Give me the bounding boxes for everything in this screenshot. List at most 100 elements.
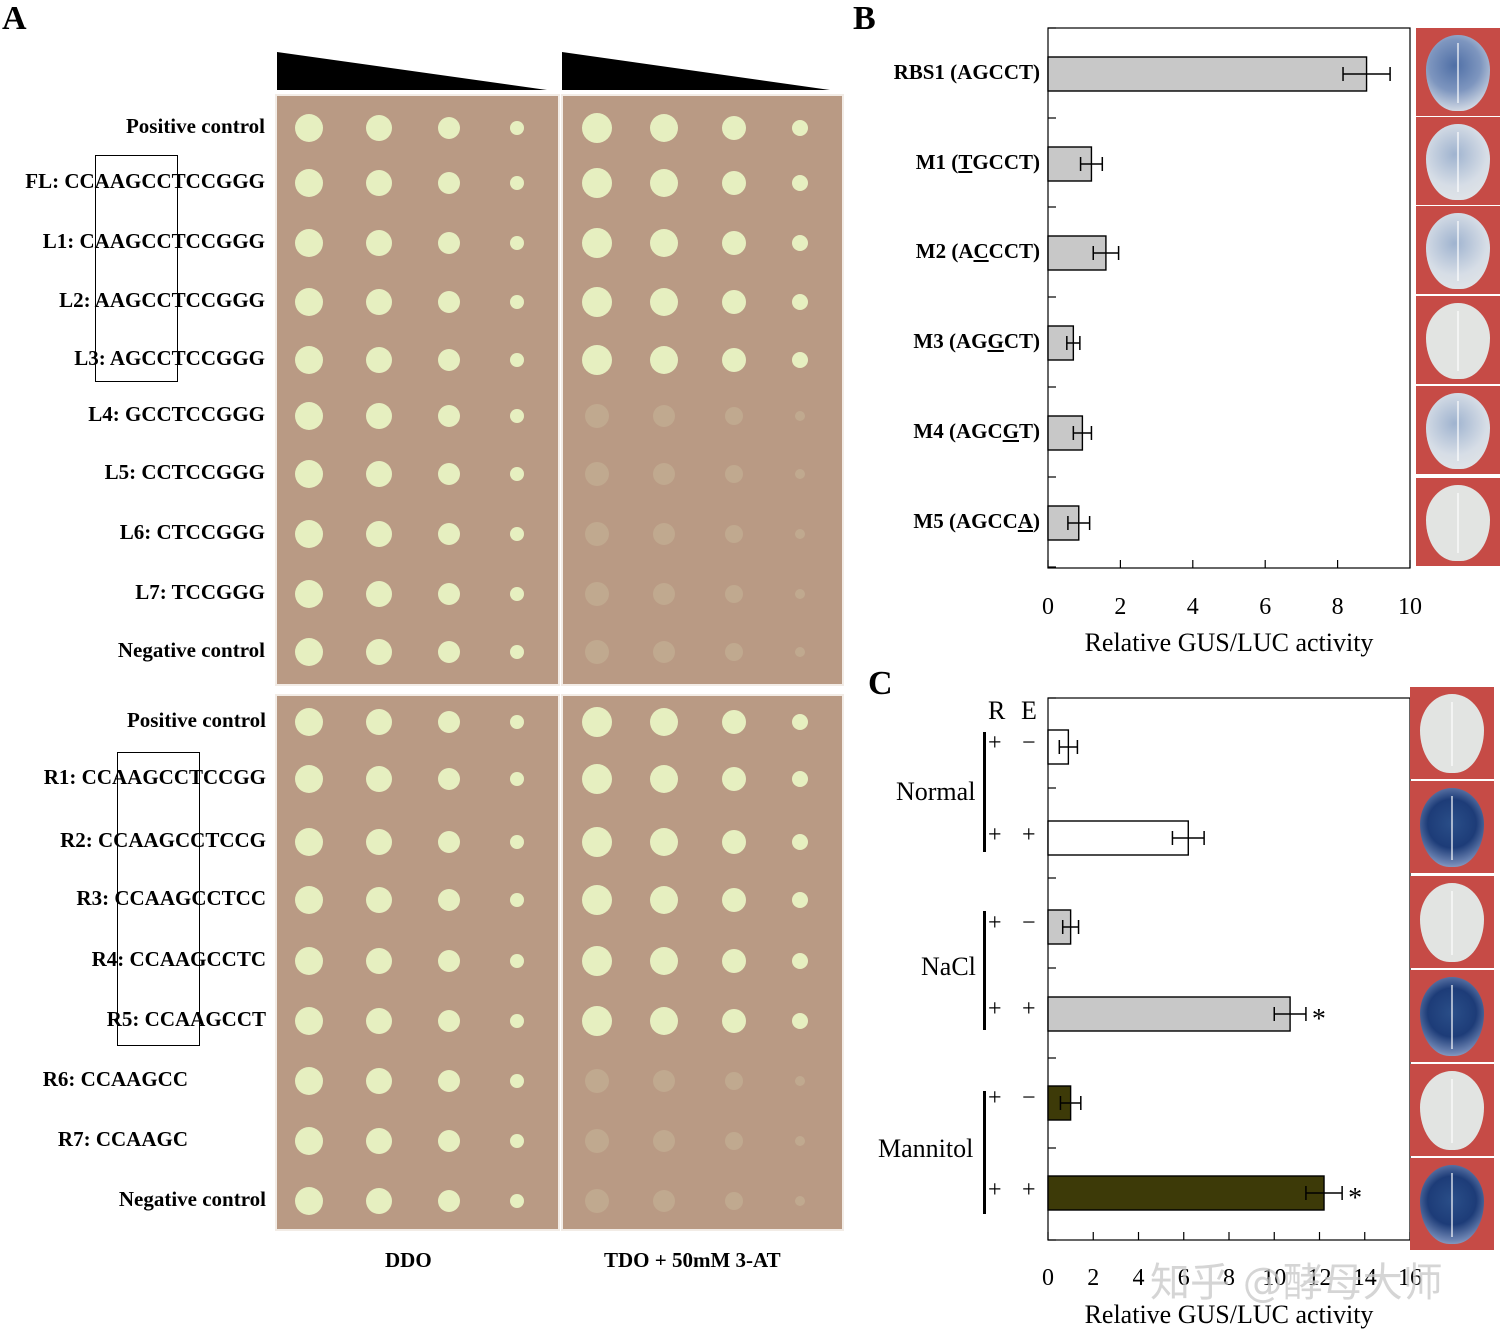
x-tick-label: 0 xyxy=(1042,1265,1054,1291)
mutant-label: RBS1 (AGCCT) xyxy=(894,60,1040,85)
yeast-colony xyxy=(510,835,524,849)
strain-label-lower: R1: CCAAGCCTCCGG xyxy=(43,765,266,789)
yeast-colony xyxy=(792,352,808,368)
label-text: RBS1 (AGCCT) xyxy=(893,60,1040,84)
panel-b-letter: B xyxy=(853,0,876,37)
e-sign: + xyxy=(1022,1177,1036,1203)
plot-frame xyxy=(1047,697,1411,1241)
yeast-colony xyxy=(366,115,392,141)
yeast-colony xyxy=(438,463,460,485)
e-sign: + xyxy=(1022,822,1036,848)
yeast-colony xyxy=(792,235,808,251)
watermark: 知乎 @酵母大师 xyxy=(1150,1260,1443,1306)
media-label-tdo: TDO + 50mM 3-AT xyxy=(604,1248,781,1272)
yeast-colony xyxy=(295,288,323,316)
leaf-shape xyxy=(1426,393,1490,469)
yeast-colony xyxy=(510,1074,524,1088)
group-label: Mannitol xyxy=(878,1134,974,1163)
leaf-image xyxy=(1410,970,1494,1062)
x-tick-label: 4 xyxy=(1187,594,1199,620)
yeast-colony xyxy=(650,1007,678,1035)
x-tick-label: 14 xyxy=(1353,1265,1377,1291)
yeast-colony xyxy=(438,523,460,545)
yeast-colony xyxy=(438,1190,460,1212)
strain-label-upper: L6: CTCCGGG xyxy=(119,520,265,544)
strain-label-upper: L7: TCCGGG xyxy=(135,580,265,604)
x-tick-label: 4 xyxy=(1133,1265,1145,1291)
yeast-colony xyxy=(366,829,392,855)
yeast-colony xyxy=(438,711,460,733)
yeast-colony xyxy=(582,287,612,317)
mutant-label: M2 (ACCCT) xyxy=(916,239,1040,264)
yeast-colony xyxy=(366,1008,392,1034)
yeast-colony xyxy=(795,1076,805,1086)
header-e: E xyxy=(1021,696,1037,725)
yeast-colony xyxy=(792,1013,808,1029)
label-text: M1 ( xyxy=(915,150,959,174)
yeast-colony xyxy=(653,1190,675,1212)
yeast-colony xyxy=(792,892,808,908)
strain-label-lower: Negative control xyxy=(118,1187,266,1211)
yeast-colony xyxy=(650,169,678,197)
strain-label-upper: FL: CCAAGCCTCCGGG xyxy=(25,169,265,193)
yeast-colony xyxy=(653,523,675,545)
yeast-colony xyxy=(510,353,524,367)
yeast-colony xyxy=(582,827,612,857)
leaf-image xyxy=(1410,1158,1494,1250)
yeast-colony xyxy=(722,767,746,791)
strain-label-lower: R6: CCAAGCC xyxy=(42,1067,188,1091)
yeast-colony xyxy=(366,461,392,487)
leaf-image xyxy=(1410,876,1494,968)
bar xyxy=(1047,56,1368,92)
x-tick-label: 16 xyxy=(1398,1265,1422,1291)
yeast-colony xyxy=(438,1070,460,1092)
leaf-shape xyxy=(1426,303,1490,379)
yeast-colony xyxy=(582,168,612,198)
mutant-label: M5 (AGCCA) xyxy=(913,509,1040,534)
yeast-colony xyxy=(582,946,612,976)
yeast-colony xyxy=(792,175,808,191)
panel-c-letter: C xyxy=(868,665,893,702)
yeast-colony xyxy=(582,764,612,794)
yeast-colony xyxy=(725,1192,743,1210)
strain-label-upper: L1: CAAGCCTCCGGG xyxy=(42,229,265,253)
yeast-colony xyxy=(722,830,746,854)
yeast-colony xyxy=(510,121,524,135)
mutant-label: M1 (TGCCT) xyxy=(916,150,1040,175)
yeast-colony xyxy=(295,1127,323,1155)
yeast-colony xyxy=(295,947,323,975)
leaf-shape xyxy=(1420,883,1484,963)
yeast-colony xyxy=(366,1188,392,1214)
yeast-colony xyxy=(295,886,323,914)
label-text: ) xyxy=(1033,509,1040,533)
leaf-image xyxy=(1416,296,1500,384)
x-tick-label: 12 xyxy=(1308,1265,1332,1291)
yeast-colony xyxy=(585,1129,609,1153)
strain-label-upper: L5: CCTCCGGG xyxy=(104,460,265,484)
leaf-image xyxy=(1410,687,1494,779)
bar xyxy=(1047,996,1291,1032)
label-text: T) xyxy=(1019,419,1040,443)
group-bracket xyxy=(983,1091,986,1214)
yeast-colony xyxy=(366,709,392,735)
yeast-colony xyxy=(722,116,746,140)
yeast-colony xyxy=(295,346,323,374)
yeast-colony xyxy=(582,113,612,143)
yeast-colony xyxy=(438,1010,460,1032)
e-sign: − xyxy=(1022,730,1036,756)
yeast-colony xyxy=(792,120,808,136)
x-tick-label: 0 xyxy=(1042,594,1054,620)
yeast-colony xyxy=(295,460,323,488)
yeast-colony xyxy=(510,295,524,309)
yeast-colony xyxy=(795,469,805,479)
yeast-colony xyxy=(366,581,392,607)
yeast-colony xyxy=(438,641,460,663)
yeast-colony xyxy=(650,288,678,316)
strain-label-upper: L2: AAGCCTCCGGG xyxy=(59,288,265,312)
yeast-colony xyxy=(438,232,460,254)
r-sign: + xyxy=(988,910,1002,936)
yeast-colony xyxy=(650,947,678,975)
yeast-colony xyxy=(725,1132,743,1150)
yeast-colony xyxy=(366,1068,392,1094)
